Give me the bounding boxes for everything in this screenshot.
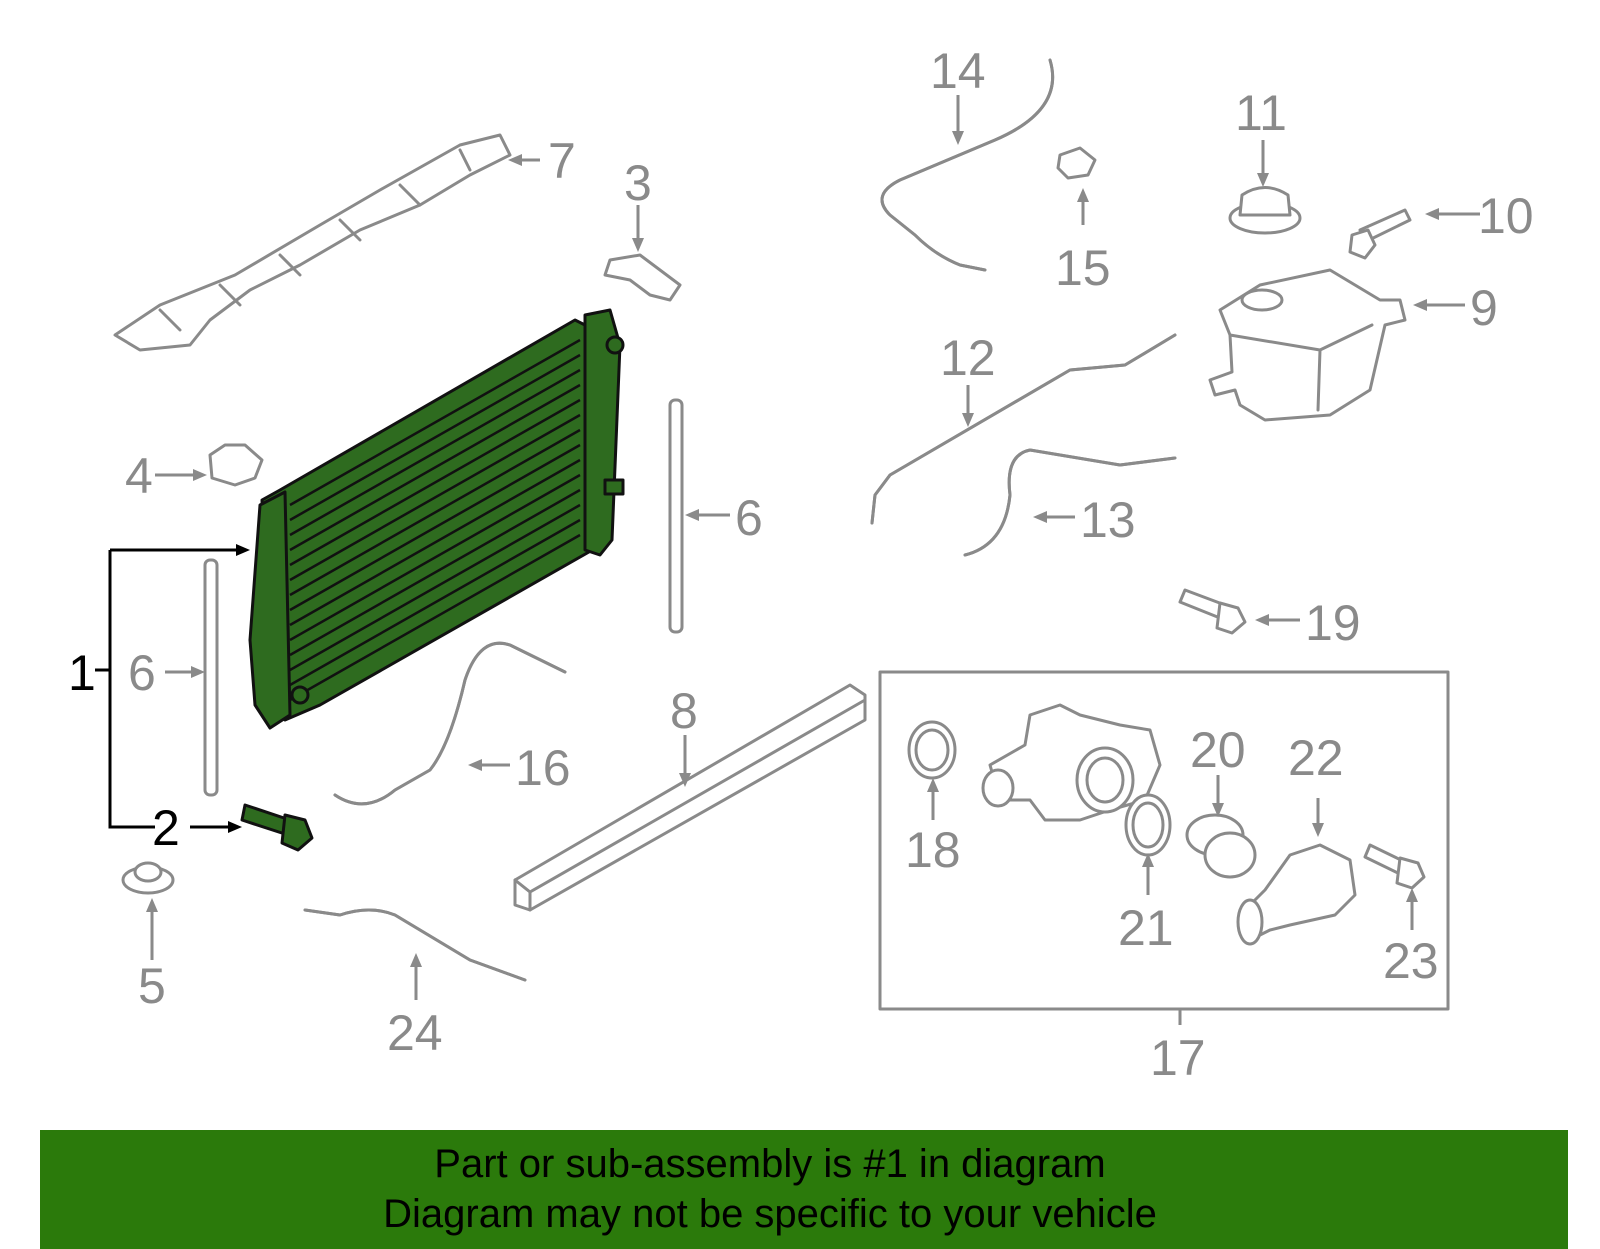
callout-13: 13 bbox=[1080, 492, 1136, 548]
part-5-grommet[interactable] bbox=[121, 861, 175, 895]
callout-20: 20 bbox=[1190, 722, 1246, 778]
callout-17: 17 bbox=[1150, 1030, 1206, 1086]
callout-23: 23 bbox=[1383, 933, 1439, 989]
callout-6-right: 6 bbox=[735, 490, 763, 546]
callout-12: 12 bbox=[940, 330, 996, 386]
parts-diagram: 1 2 3 4 5 6 6 7 8 9 10 11 12 13 14 15 16… bbox=[68, 43, 1534, 1086]
callout-5: 5 bbox=[138, 958, 166, 1014]
callout-2: 2 bbox=[152, 800, 180, 856]
part-4-seal[interactable] bbox=[208, 443, 264, 487]
callout-15: 15 bbox=[1055, 240, 1111, 296]
callout-10: 10 bbox=[1478, 188, 1534, 244]
callout-7: 7 bbox=[548, 133, 576, 189]
part-6-seal-right[interactable] bbox=[668, 398, 684, 634]
callout-16: 16 bbox=[515, 740, 571, 796]
callout-14: 14 bbox=[930, 43, 986, 99]
callout-8: 8 bbox=[670, 683, 698, 739]
part-18-ring[interactable] bbox=[907, 720, 957, 780]
part-7-upper-shield[interactable] bbox=[113, 133, 512, 352]
part-1-radiator[interactable] bbox=[248, 308, 625, 730]
banner-line-2: Diagram may not be specific to your vehi… bbox=[383, 1192, 1157, 1236]
part-19-bolt[interactable] bbox=[1178, 588, 1247, 635]
part-11-cap[interactable] bbox=[1228, 186, 1302, 235]
part-23-bolt[interactable] bbox=[1363, 843, 1426, 890]
part-22-outlet[interactable] bbox=[1236, 843, 1357, 946]
part-20-thermostat[interactable] bbox=[1185, 813, 1257, 879]
callout-24: 24 bbox=[387, 1005, 443, 1061]
part-17-group-box bbox=[878, 670, 1450, 1011]
info-banner: Part or sub-assembly is #1 in diagram Di… bbox=[40, 1130, 1568, 1249]
part-15-clip[interactable] bbox=[1056, 146, 1097, 180]
callout-6-left: 6 bbox=[128, 645, 156, 701]
part-9-reservoir[interactable] bbox=[1208, 268, 1407, 422]
part-3-bracket[interactable] bbox=[603, 253, 682, 302]
callout-1: 1 bbox=[68, 645, 96, 701]
callout-11: 11 bbox=[1235, 85, 1287, 141]
callout-21: 21 bbox=[1118, 900, 1174, 956]
banner-line-1: Part or sub-assembly is #1 in diagram bbox=[434, 1142, 1106, 1186]
callout-22: 22 bbox=[1288, 730, 1344, 786]
part-17-housing[interactable] bbox=[981, 703, 1162, 822]
callout-9: 9 bbox=[1470, 280, 1498, 336]
callout-3: 3 bbox=[624, 155, 652, 211]
callout-18: 18 bbox=[905, 822, 961, 878]
part-6-seal-left[interactable] bbox=[203, 558, 219, 797]
part-8-deflector[interactable] bbox=[513, 683, 867, 912]
callout-4: 4 bbox=[125, 448, 153, 504]
leader-lines bbox=[95, 95, 1480, 1025]
part-2-bolt[interactable] bbox=[240, 803, 314, 852]
part-10-bolt[interactable] bbox=[1348, 208, 1412, 260]
callout-19: 19 bbox=[1305, 595, 1361, 651]
part-13-hose[interactable] bbox=[963, 448, 1177, 557]
part-21-o-ring[interactable] bbox=[1124, 793, 1172, 857]
